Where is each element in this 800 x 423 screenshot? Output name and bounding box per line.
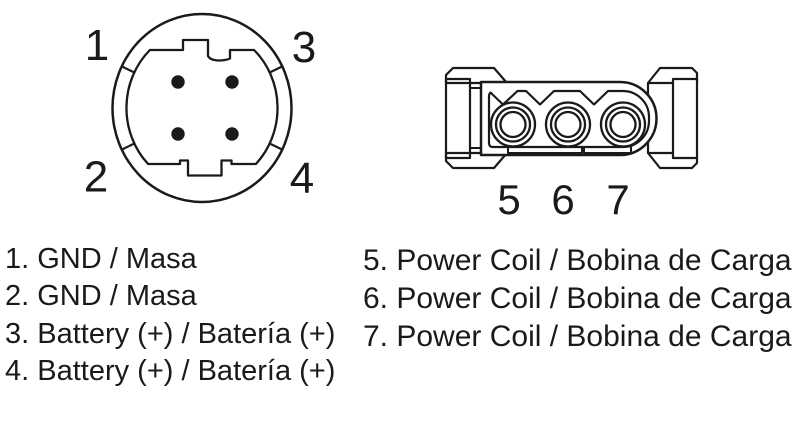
round-connector: 1 3 2 4 — [84, 12, 316, 204]
pin-label-3: 3 — [292, 23, 316, 72]
pin-dot-4 — [225, 127, 239, 141]
pin-label-1: 1 — [85, 21, 109, 70]
left-bracket — [444, 66, 509, 170]
pin-label-6: 6 — [551, 176, 574, 223]
ring-tick-lower-right — [267, 142, 283, 151]
socket-7-hole — [609, 110, 637, 139]
legend-item-pin3: 3. Battery (+) / Batería (+) — [5, 317, 336, 350]
inline-connector: 5 6 7 — [444, 66, 699, 223]
round-connector-inner-shell — [125, 38, 279, 177]
pin-label-7: 7 — [606, 176, 629, 223]
socket-6 — [544, 101, 592, 148]
legend-item-pin4: 4. Battery (+) / Batería (+) — [5, 354, 336, 387]
right-bracket — [646, 66, 699, 170]
pin-dot-2 — [171, 127, 185, 141]
pin-dot-3 — [225, 75, 239, 89]
ring-tick-upper-right — [267, 65, 283, 75]
legend-right: 5. Power Coil / Bobina de Carga 6. Power… — [363, 242, 792, 356]
ring-tick-lower-left — [121, 142, 137, 151]
ring-tick-upper-left — [121, 65, 137, 75]
inner-shell-bottom-tab-right — [583, 146, 632, 154]
pin-label-2: 2 — [84, 153, 108, 202]
legend-item-pin5: 5. Power Coil / Bobina de Carga — [363, 244, 792, 277]
socket-5-hole — [499, 110, 527, 139]
inner-shell-bottom-tab-left — [507, 146, 583, 154]
legend-item-pin1: 1. GND / Masa — [5, 243, 197, 275]
right-bracket-bar — [671, 77, 699, 160]
legend-item-pin6: 6. Power Coil / Bobina de Carga — [363, 282, 792, 315]
socket-6-hole — [554, 110, 582, 139]
pin-label-5: 5 — [497, 176, 520, 223]
pin-dot-1 — [171, 75, 185, 89]
socket-7 — [599, 101, 647, 148]
legend-item-pin2: 2. GND / Masa — [5, 280, 197, 313]
legend-left: 1. GND / Masa 2. GND / Masa 3. Battery (… — [5, 241, 335, 390]
pin-label-4: 4 — [290, 154, 314, 203]
socket-5 — [489, 101, 537, 148]
legend-item-pin7: 7. Power Coil / Bobina de Carga — [363, 320, 792, 353]
left-bracket-bar — [444, 77, 472, 160]
